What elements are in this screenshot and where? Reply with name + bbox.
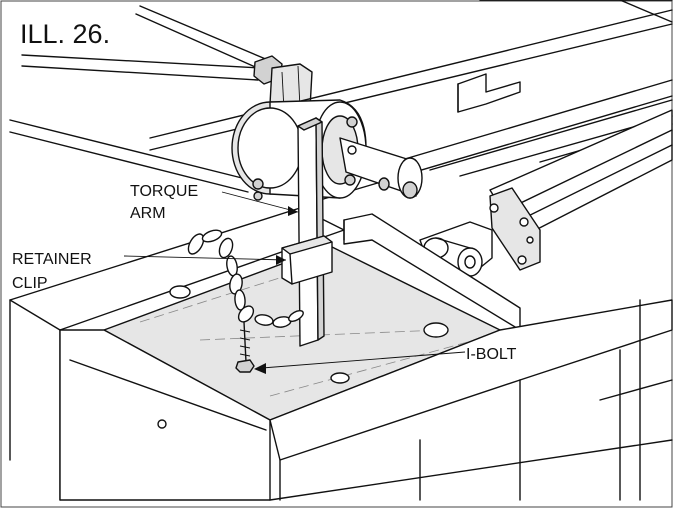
retainer-clip [281,235,333,285]
output-shaft [339,137,423,199]
top-bracket [457,73,521,113]
upper-hoses [9,5,269,193]
torque-arm [297,117,325,347]
torque-arm-label-line2: ARM [130,205,166,222]
leader-lines [123,191,466,374]
i-bolt [235,321,255,373]
torque-arm-label-line1: TORQUE [130,183,198,200]
i-bolt-label: I-BOLT [466,346,517,363]
retainer-clip-label-line1: RETAINER [12,251,92,268]
rotary-actuator [231,99,367,201]
retainer-clip-label-line2: CLIP [12,275,48,292]
chain [187,229,304,328]
hydraulic-cylinder [489,109,673,271]
figure-title: ILL. 26. [20,19,110,49]
